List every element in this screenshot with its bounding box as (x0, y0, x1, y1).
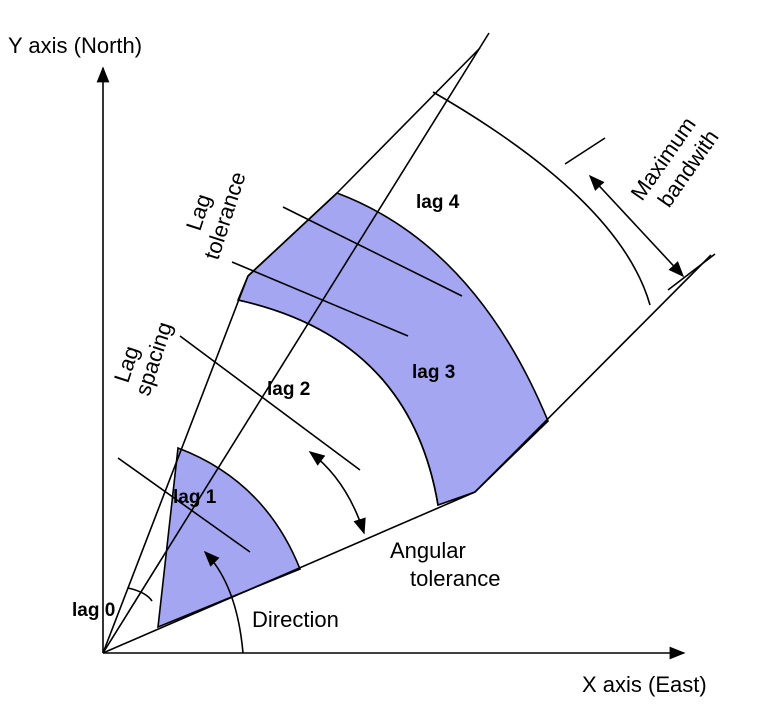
maximum-bandwidth-arrow (588, 174, 685, 278)
lag1-tolerance-line (117, 457, 251, 553)
angular-tolerance-line2: tolerance (410, 566, 501, 591)
lag2-label: lag 2 (267, 379, 310, 400)
lag3-shaded-band (236, 192, 549, 507)
lag4-label: lag 4 (416, 192, 460, 213)
direction-line (102, 32, 490, 654)
lag1-label: lag 1 (173, 487, 217, 508)
lag-tolerance-label: Lag tolerance (181, 169, 251, 263)
lag3-start-tolerance-line (231, 261, 409, 337)
angular-tolerance-line1: Angular (390, 538, 466, 563)
y-axis-label: Y axis (North) (8, 33, 142, 58)
angular-tolerance-arrow (308, 451, 366, 535)
bandwidth-tick-top (564, 137, 606, 165)
bandwidth-tick-bottom (667, 253, 716, 291)
maximum-bandwidth-label: Maximum bandwith (626, 112, 724, 211)
lag2-tolerance-line (179, 335, 361, 471)
lag3-end-tolerance-line (282, 206, 463, 297)
x-axis-label: X axis (East) (582, 672, 707, 697)
sector-left-boundary (102, 275, 249, 654)
bandwidth-right-edge (474, 254, 712, 493)
sector-right-boundary (102, 491, 476, 654)
bandwidth-left-edge-extension (336, 47, 481, 194)
lag0-arc (127, 587, 153, 602)
lag0-label: lag 0 (72, 600, 115, 621)
lag2-outer-arc (237, 299, 439, 506)
direction-angle-arc (203, 550, 244, 654)
bandwidth-left-edge (247, 192, 338, 277)
direction-label: Direction (252, 607, 339, 632)
lag-spacing-label: Lag spacing (109, 319, 177, 399)
lag3-label: lag 3 (412, 362, 455, 383)
lag4-outer-arc (432, 91, 651, 306)
